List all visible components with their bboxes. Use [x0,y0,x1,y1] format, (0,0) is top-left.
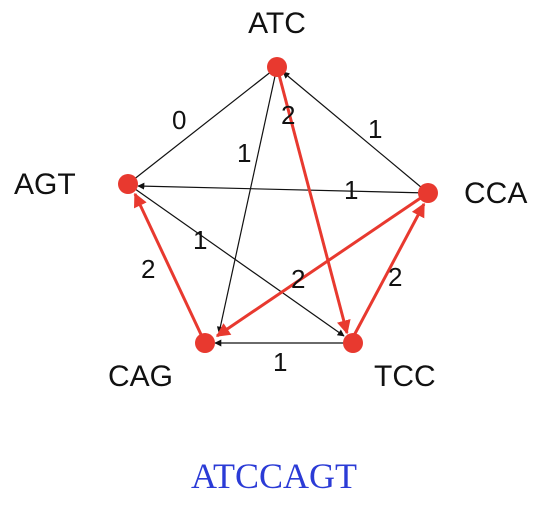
weight-label-cca-atc: 1 [368,114,382,144]
node-label-atc: ATC [248,7,306,40]
weight-label-tcc-cca: 2 [388,262,402,292]
node-label-agt: AGT [14,168,76,201]
weight-label-atc-agt: 0 [172,105,186,135]
weight-label-cca-cag: 2 [291,264,305,294]
edge-atc-to-agt [127,66,278,185]
node-cca [418,183,438,203]
node-label-tcc: TCC [374,360,436,393]
path-edge-atc-to-tcc [275,66,351,335]
weight-label-agt-tcc: 1 [193,225,207,255]
node-agt [118,174,138,194]
node-label-cca: CCA [464,177,527,210]
node-cag [195,333,215,353]
weight-label-atc-cag: 1 [237,138,251,168]
path-edge-cca-to-cag [215,191,429,338]
path-edge-tcc-to-cca [348,202,426,344]
weight-label-cag-agt: 2 [141,254,155,284]
edge-agt-to-tcc [127,183,345,337]
node-atc [267,57,287,77]
node-label-cag: CAG [108,360,173,393]
edge-cca-to-agt [137,182,429,194]
weight-label-atc-tcc: 2 [281,100,295,130]
path-edge-cag-to-agt [133,192,207,344]
weight-label-cca-agt: 1 [344,175,358,205]
assembled-sequence: ATCCAGT [191,456,357,496]
weight-label-tcc-cag: 1 [273,347,287,377]
edge-atc-to-cag [216,66,278,334]
node-tcc [343,333,363,353]
edge-cca-to-atc [282,71,429,194]
